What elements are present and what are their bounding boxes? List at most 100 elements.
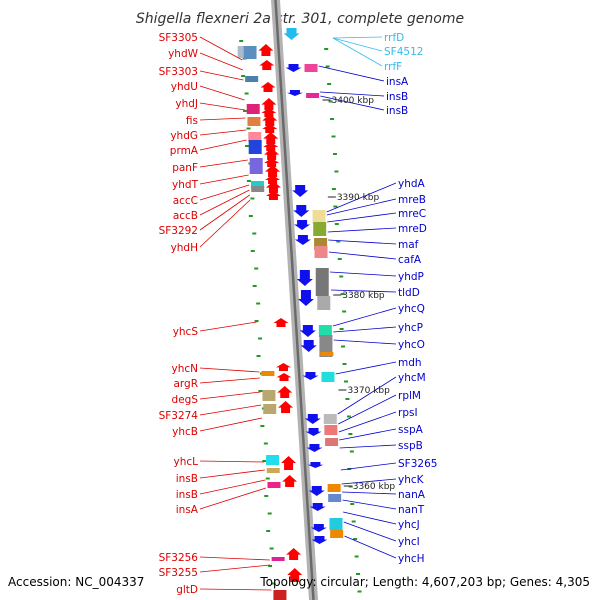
gene-box [249, 158, 263, 174]
gene-box [314, 246, 328, 258]
genome-backbone [271, 0, 318, 600]
right-gene-label-yhci: yhcI [398, 536, 420, 548]
scale-tick [246, 180, 251, 182]
leader-line [329, 271, 397, 277]
left-gene-label-panf: panF [172, 162, 198, 174]
leader-line [335, 361, 397, 375]
gene-box [266, 455, 280, 465]
gene-arrow-reverse [276, 373, 292, 381]
gene-arrow-reverse [263, 142, 279, 151]
leader-line [199, 377, 260, 384]
scale-tick [341, 345, 346, 348]
scale-tick [252, 285, 257, 287]
left-gene-label-argr: argR [173, 378, 198, 390]
leader-line [320, 95, 385, 111]
leader-line [199, 479, 266, 495]
leader-line [199, 129, 247, 136]
gene-box [261, 371, 275, 376]
left-gene-label-yhdh: yhdH [171, 242, 198, 254]
left-gene-label-sf3256: SF3256 [159, 552, 199, 564]
gene-box [313, 222, 327, 236]
gene-arrow-forward [304, 414, 321, 424]
gene-box [273, 590, 287, 600]
scale-tick [241, 75, 246, 77]
scale-tick [342, 310, 347, 313]
leader-line [339, 428, 397, 441]
left-gene-label-fis: fis [186, 115, 198, 127]
gene-box [319, 335, 333, 357]
scale-tick [343, 380, 348, 383]
scale-tick [336, 240, 341, 243]
leader-line [199, 117, 246, 121]
gene-box [312, 210, 326, 224]
leader-line [340, 462, 397, 471]
right-gene-label-mdh: mdh [398, 357, 422, 369]
scale-tick [330, 118, 335, 120]
right-gene-label-rplm: rplM [398, 390, 421, 402]
scale-ticks [239, 40, 362, 593]
left-gene-label-accb: accB [173, 210, 198, 222]
leader-line [199, 391, 261, 400]
scale-tick [258, 337, 263, 340]
gene-arrow-forward [306, 444, 323, 452]
gene-box [321, 372, 335, 382]
gene-arrow-reverse [261, 98, 277, 110]
gene-box [318, 325, 332, 337]
gene-box [304, 64, 318, 72]
gene-arrow-reverse [265, 181, 281, 193]
right-gene-label-nant: nanT [398, 504, 425, 516]
right-gene-label-tldd: tldD [398, 287, 420, 299]
scale-tick [328, 100, 333, 103]
leader-line [318, 65, 385, 82]
gene-arrow-forward [292, 185, 309, 197]
scale-tick [339, 275, 344, 278]
scale-tick [256, 355, 261, 357]
scale-tick [250, 250, 255, 252]
leader-line [199, 174, 249, 185]
gene-box [248, 140, 262, 154]
left-gene-label-sf3305: SF3305 [159, 32, 198, 44]
gene-box [330, 530, 344, 538]
gene-box [271, 557, 285, 561]
left-gene-label-sf3274: SF3274 [159, 410, 199, 422]
scale-tick [327, 83, 332, 85]
right-gene-label-sspa: sspA [398, 424, 424, 436]
scale-tick [250, 197, 255, 200]
gene-labels: SF3305yhdWSF3303yhdUyhdJfisyhdGprmApanFy… [159, 32, 438, 596]
leader-line [199, 564, 271, 573]
scale-tick [254, 320, 259, 322]
right-gene-label-mred: mreD [398, 223, 427, 235]
scale-tick [357, 590, 362, 593]
leader-line [199, 194, 250, 231]
scale-tick [334, 170, 339, 173]
gene-arrow-forward [302, 372, 319, 380]
left-gene-label-yhcb: yhcB [172, 426, 198, 438]
leader-line [199, 102, 246, 111]
gene-box [266, 468, 280, 473]
backbone-line [274, 0, 315, 600]
gene-arrow-reverse [287, 568, 303, 582]
right-gene-label-yhco: yhcO [398, 339, 425, 351]
gene-arrow-reverse [259, 60, 275, 70]
right-gene-label-yhcp: yhcP [398, 322, 423, 334]
leader-line [338, 394, 397, 425]
leader-line [199, 404, 262, 416]
scale-mark-label: 3380 kbp [342, 291, 385, 301]
leader-line [199, 36, 243, 61]
right-gene-label-nana: nanA [398, 489, 426, 501]
right-gene-label-sf3265: SF3265 [398, 458, 437, 470]
gene-box [237, 46, 244, 58]
gene-arrow-forward [296, 270, 313, 286]
scale-tick [354, 555, 359, 558]
scale-tick [339, 328, 344, 330]
left-gene-label-yhdj: yhdJ [175, 98, 198, 110]
scale-tick [256, 302, 261, 305]
leader-line [199, 556, 270, 561]
right-gene-label-rpsi: rpsI [398, 407, 418, 419]
left-gene-label-sf3255: SF3255 [159, 567, 198, 579]
scale-tick [353, 538, 358, 540]
scale-tick [346, 415, 351, 418]
leader-line [199, 417, 263, 432]
